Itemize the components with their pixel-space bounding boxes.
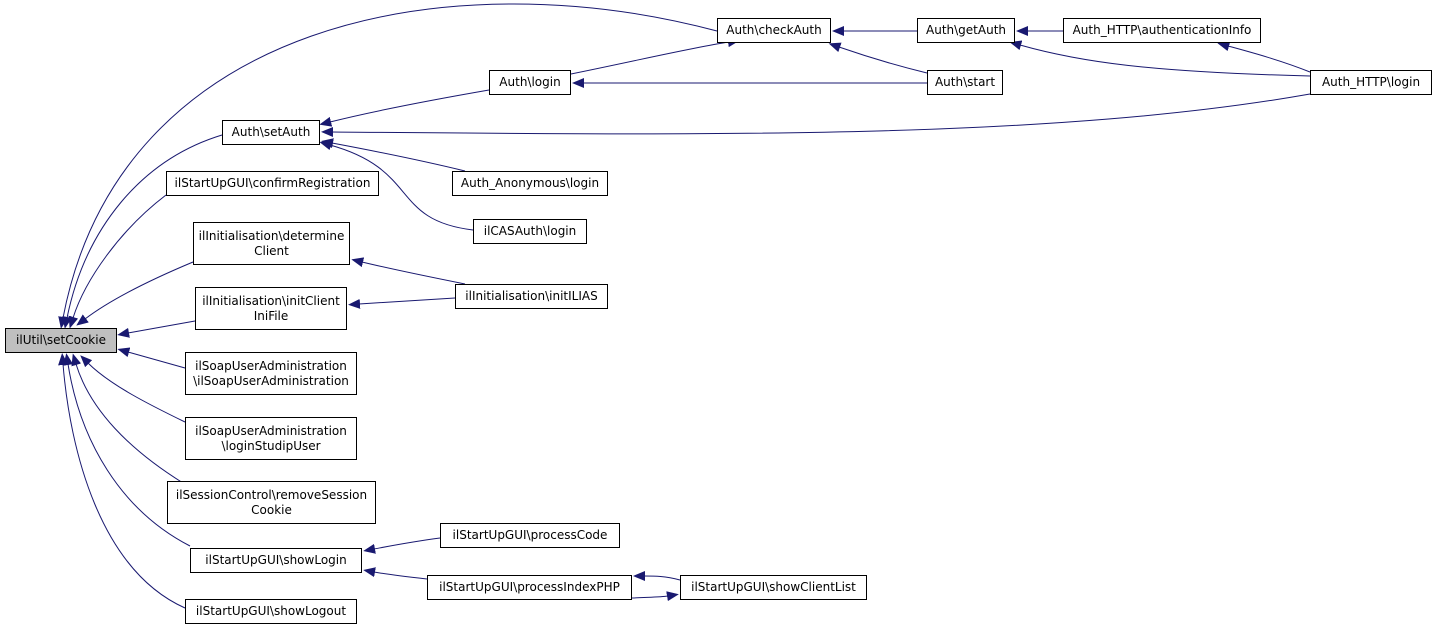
node-auth-checkauth[interactable]: Auth\checkAuth bbox=[717, 18, 831, 43]
node-auth-getauth[interactable]: Auth\getAuth bbox=[917, 18, 1015, 43]
node-soap-user-administration[interactable]: ilSoapUserAdministration\ilSoapUserAdmin… bbox=[185, 352, 357, 395]
edge-processIndex-to-showClientList bbox=[631, 591, 679, 602]
edge-showClientList-to-processIndex bbox=[633, 571, 681, 582]
edge-showLogout-to-setCookie bbox=[58, 353, 186, 609]
node-auth-start[interactable]: Auth\start bbox=[927, 70, 1003, 95]
edge-loginStudip-to-setCookie bbox=[80, 355, 186, 423]
edge-authLogin-to-checkAuth bbox=[570, 37, 740, 75]
edge-removeSession-to-setCookie bbox=[71, 353, 184, 484]
edge-casLogin-to-setAuth bbox=[319, 140, 474, 231]
node-auth-setauth[interactable]: Auth\setAuth bbox=[222, 120, 320, 145]
node-init-ilias[interactable]: ilInitialisation\initILIAS bbox=[455, 284, 608, 309]
edge-setAuth-to-setCookie bbox=[62, 134, 223, 329]
edge-confirmReg-to-setCookie bbox=[68, 194, 167, 329]
node-ilcasauth-login[interactable]: ilCASAuth\login bbox=[473, 219, 587, 244]
node-process-index-php[interactable]: ilStartUpGUI\processIndexPHP bbox=[427, 575, 632, 600]
edge-checkAuth-to-setCookie bbox=[58, 3, 718, 329]
node-auth-http-authenticationinfo[interactable]: Auth_HTTP\authenticationInfo bbox=[1063, 18, 1261, 43]
edge-httpLogin-to-authInfo bbox=[1217, 41, 1311, 73]
node-auth-anonymous-login[interactable]: Auth_Anonymous\login bbox=[452, 171, 608, 196]
edge-showLogin-to-setCookie bbox=[63, 353, 191, 547]
node-show-logout[interactable]: ilStartUpGUI\showLogout bbox=[185, 599, 357, 624]
edge-soapAdmin-to-setCookie bbox=[117, 347, 186, 369]
edge-initIlias-to-initClientIni bbox=[348, 297, 456, 309]
node-process-code[interactable]: ilStartUpGUI\processCode bbox=[440, 523, 620, 548]
edge-processCode-to-showLogin bbox=[363, 537, 441, 554]
edge-anonLogin-to-setAuth bbox=[321, 138, 466, 172]
node-auth-http-login[interactable]: Auth_HTTP\login bbox=[1310, 70, 1432, 95]
node-ilutil-setcookie: ilUtil\setCookie bbox=[5, 328, 117, 353]
node-show-client-list[interactable]: ilStartUpGUI\showClientList bbox=[680, 575, 867, 600]
edge-determineClient-to-setCookie bbox=[76, 261, 194, 326]
node-confirm-registration[interactable]: ilStartUpGUI\confirmRegistration bbox=[166, 171, 379, 196]
edge-authLogin-to-setAuth bbox=[319, 89, 490, 127]
edge-httpLogin-to-setAuth bbox=[321, 93, 1311, 138]
edge-initClientIni-to-setCookie bbox=[117, 320, 196, 338]
edge-processIndex-to-showLogin bbox=[363, 567, 428, 580]
edge-authStart-to-checkAuth bbox=[828, 42, 928, 74]
node-show-login[interactable]: ilStartUpGUI\showLogin bbox=[190, 548, 362, 573]
edge-initIlias-to-determineClient bbox=[351, 257, 466, 285]
node-login-studip-user[interactable]: ilSoapUserAdministration\loginStudipUser bbox=[185, 417, 357, 460]
edge-httpLogin-to-getAuth bbox=[1009, 40, 1311, 77]
node-auth-login[interactable]: Auth\login bbox=[489, 70, 571, 95]
